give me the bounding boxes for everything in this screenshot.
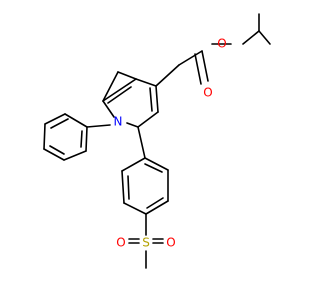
pyrrole-ring xyxy=(102,71,159,128)
sulfone-oxygen-left-label: O xyxy=(116,236,125,250)
methylsulfonyl-phenyl-ring xyxy=(121,126,169,215)
methyl-group xyxy=(117,71,137,80)
ester-oxygen-double-label: O xyxy=(203,86,212,100)
sulfur-label: S xyxy=(142,236,150,250)
pyrrole-nitrogen-label: N xyxy=(114,115,123,129)
molecule-structure: O O N S O O xyxy=(43,13,271,269)
ester-oxygen-single-label: O xyxy=(217,37,226,51)
ester-linker xyxy=(155,43,232,87)
sulfone-oxygen-right-label: O xyxy=(166,236,175,250)
n-phenyl-ring xyxy=(43,113,111,161)
isopropyl-group xyxy=(242,13,271,45)
structure-canvas: O O N S O O xyxy=(43,13,271,269)
sulfone-group xyxy=(128,213,164,269)
